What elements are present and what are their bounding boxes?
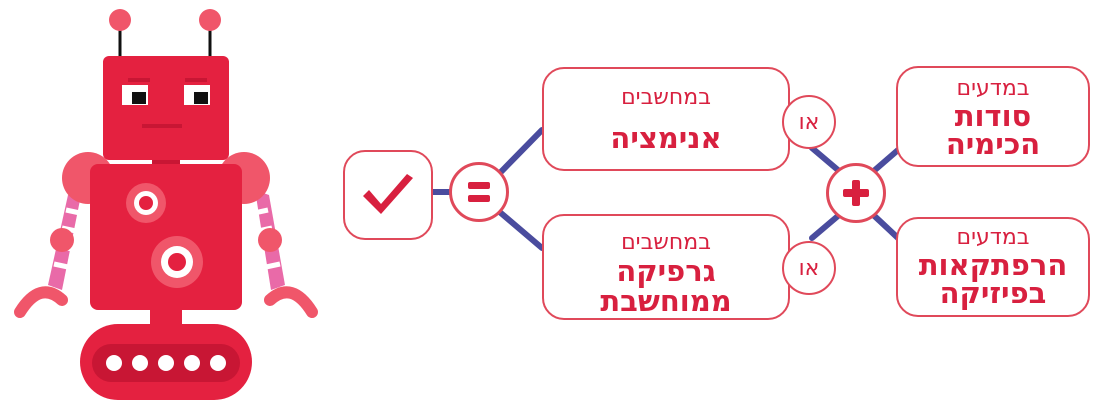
sci-chemistry-title-1: סודות: [954, 99, 1032, 133]
robot-brow-right: [185, 78, 207, 82]
cs-animation-sub: במחשבים: [621, 85, 711, 110]
sci-physics-sub: במדעים: [956, 225, 1030, 250]
robot-arm-left: [14, 190, 82, 318]
result-box: [343, 150, 433, 240]
equals-circle: [449, 162, 509, 222]
or-circle-top: או: [782, 95, 836, 149]
sci-chemistry-box: במדעים סודות הכימיה: [896, 66, 1090, 167]
sci-chemistry-title-2: הכימיה: [945, 127, 1041, 161]
line-equals-bottom: [492, 205, 545, 251]
or-label-top: או: [798, 109, 820, 135]
equals-icon: [468, 182, 490, 202]
gear-icon-bottom: [151, 236, 203, 288]
robot-illustration: [14, 9, 318, 400]
cs-animation-title: אנימציה: [610, 121, 722, 155]
cs-graphics-box: במחשבים גרפיקה ממוחשבת: [542, 214, 790, 320]
robot-tread-wheels: [106, 355, 226, 371]
line-equals-top: [492, 127, 545, 181]
cs-animation-box: במחשבים אנימציה: [542, 67, 790, 171]
cs-graphics-sub: במחשבים: [621, 230, 711, 255]
robot-antenna-ball-left: [109, 9, 131, 31]
plus-icon: [843, 180, 869, 206]
robot-arm-right: [253, 190, 318, 318]
cs-graphics-title-1: גרפיקה: [616, 254, 716, 288]
robot-body: [90, 164, 242, 310]
robot-brow-left: [128, 78, 150, 82]
or-circle-bottom: או: [782, 241, 836, 295]
robot-pupil-left: [132, 92, 146, 104]
or-label-bottom: או: [798, 255, 820, 281]
cs-graphics-title-2: ממוחשבת: [600, 284, 732, 318]
sci-physics-title-1: הרפתקאות: [918, 248, 1068, 282]
checkmark-icon: [363, 174, 413, 214]
robot-head: [103, 56, 229, 160]
sci-physics-box: במדעים הרפתקאות בפיזיקה: [896, 217, 1090, 317]
robot-antenna-ball-right: [199, 9, 221, 31]
sci-chemistry-sub: במדעים: [956, 76, 1030, 101]
robot-waist: [150, 310, 182, 326]
plus-circle: [826, 163, 886, 223]
robot-pupil-right: [194, 92, 208, 104]
gear-icon-top: [126, 183, 166, 223]
sci-physics-title-2: בפיזיקה: [939, 276, 1047, 310]
robot-mouth: [142, 124, 182, 128]
